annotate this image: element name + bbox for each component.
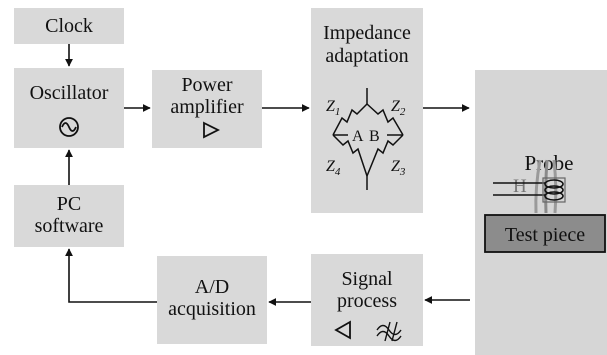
- sine-wave-source-icon: [59, 117, 79, 137]
- pc-label: PC: [56, 193, 82, 215]
- amplifier-label: amplifier: [170, 96, 244, 118]
- z2-label: Z2: [391, 98, 406, 118]
- amplifier-triangle-icon: [334, 320, 351, 340]
- pc-software-block: PC software: [14, 185, 124, 247]
- adaptation-label: adaptation: [325, 45, 409, 67]
- z1-label: Z1: [326, 98, 340, 118]
- power-label: Power: [181, 74, 233, 96]
- filter-icon: [376, 321, 402, 342]
- ad-label: A/D: [194, 276, 230, 298]
- acquisition-label: acquisition: [168, 298, 256, 320]
- probe-block: [475, 70, 607, 355]
- signal-process-block: Signal process: [311, 254, 423, 346]
- node-a-label: A: [352, 128, 364, 145]
- ad-acquisition-block: A/D acquisition: [157, 256, 267, 344]
- test-piece-label: Test piece: [505, 224, 585, 246]
- bridge-circuit: [332, 88, 404, 190]
- z3-label: Z3: [391, 158, 406, 178]
- clock-label: Clock: [45, 15, 93, 37]
- magnetic-field-label: H: [513, 176, 527, 197]
- oscillator-label: Oscillator: [29, 82, 109, 104]
- probe-coil-icon: [493, 159, 566, 214]
- signal-label: Signal: [341, 268, 393, 290]
- node-b-label: B: [369, 128, 380, 145]
- software-label: software: [34, 215, 104, 237]
- clock-block: Clock: [14, 8, 124, 44]
- z4-label: Z4: [326, 158, 341, 178]
- impedance-label: Impedance: [323, 22, 411, 44]
- oscillator-block: Oscillator: [14, 68, 124, 148]
- arrow-ad-to-pc: [65, 248, 157, 303]
- amplifier-triangle-icon: [203, 121, 221, 139]
- probe-label: Probe: [525, 151, 574, 175]
- test-piece: [484, 214, 606, 253]
- process-label: process: [337, 290, 397, 312]
